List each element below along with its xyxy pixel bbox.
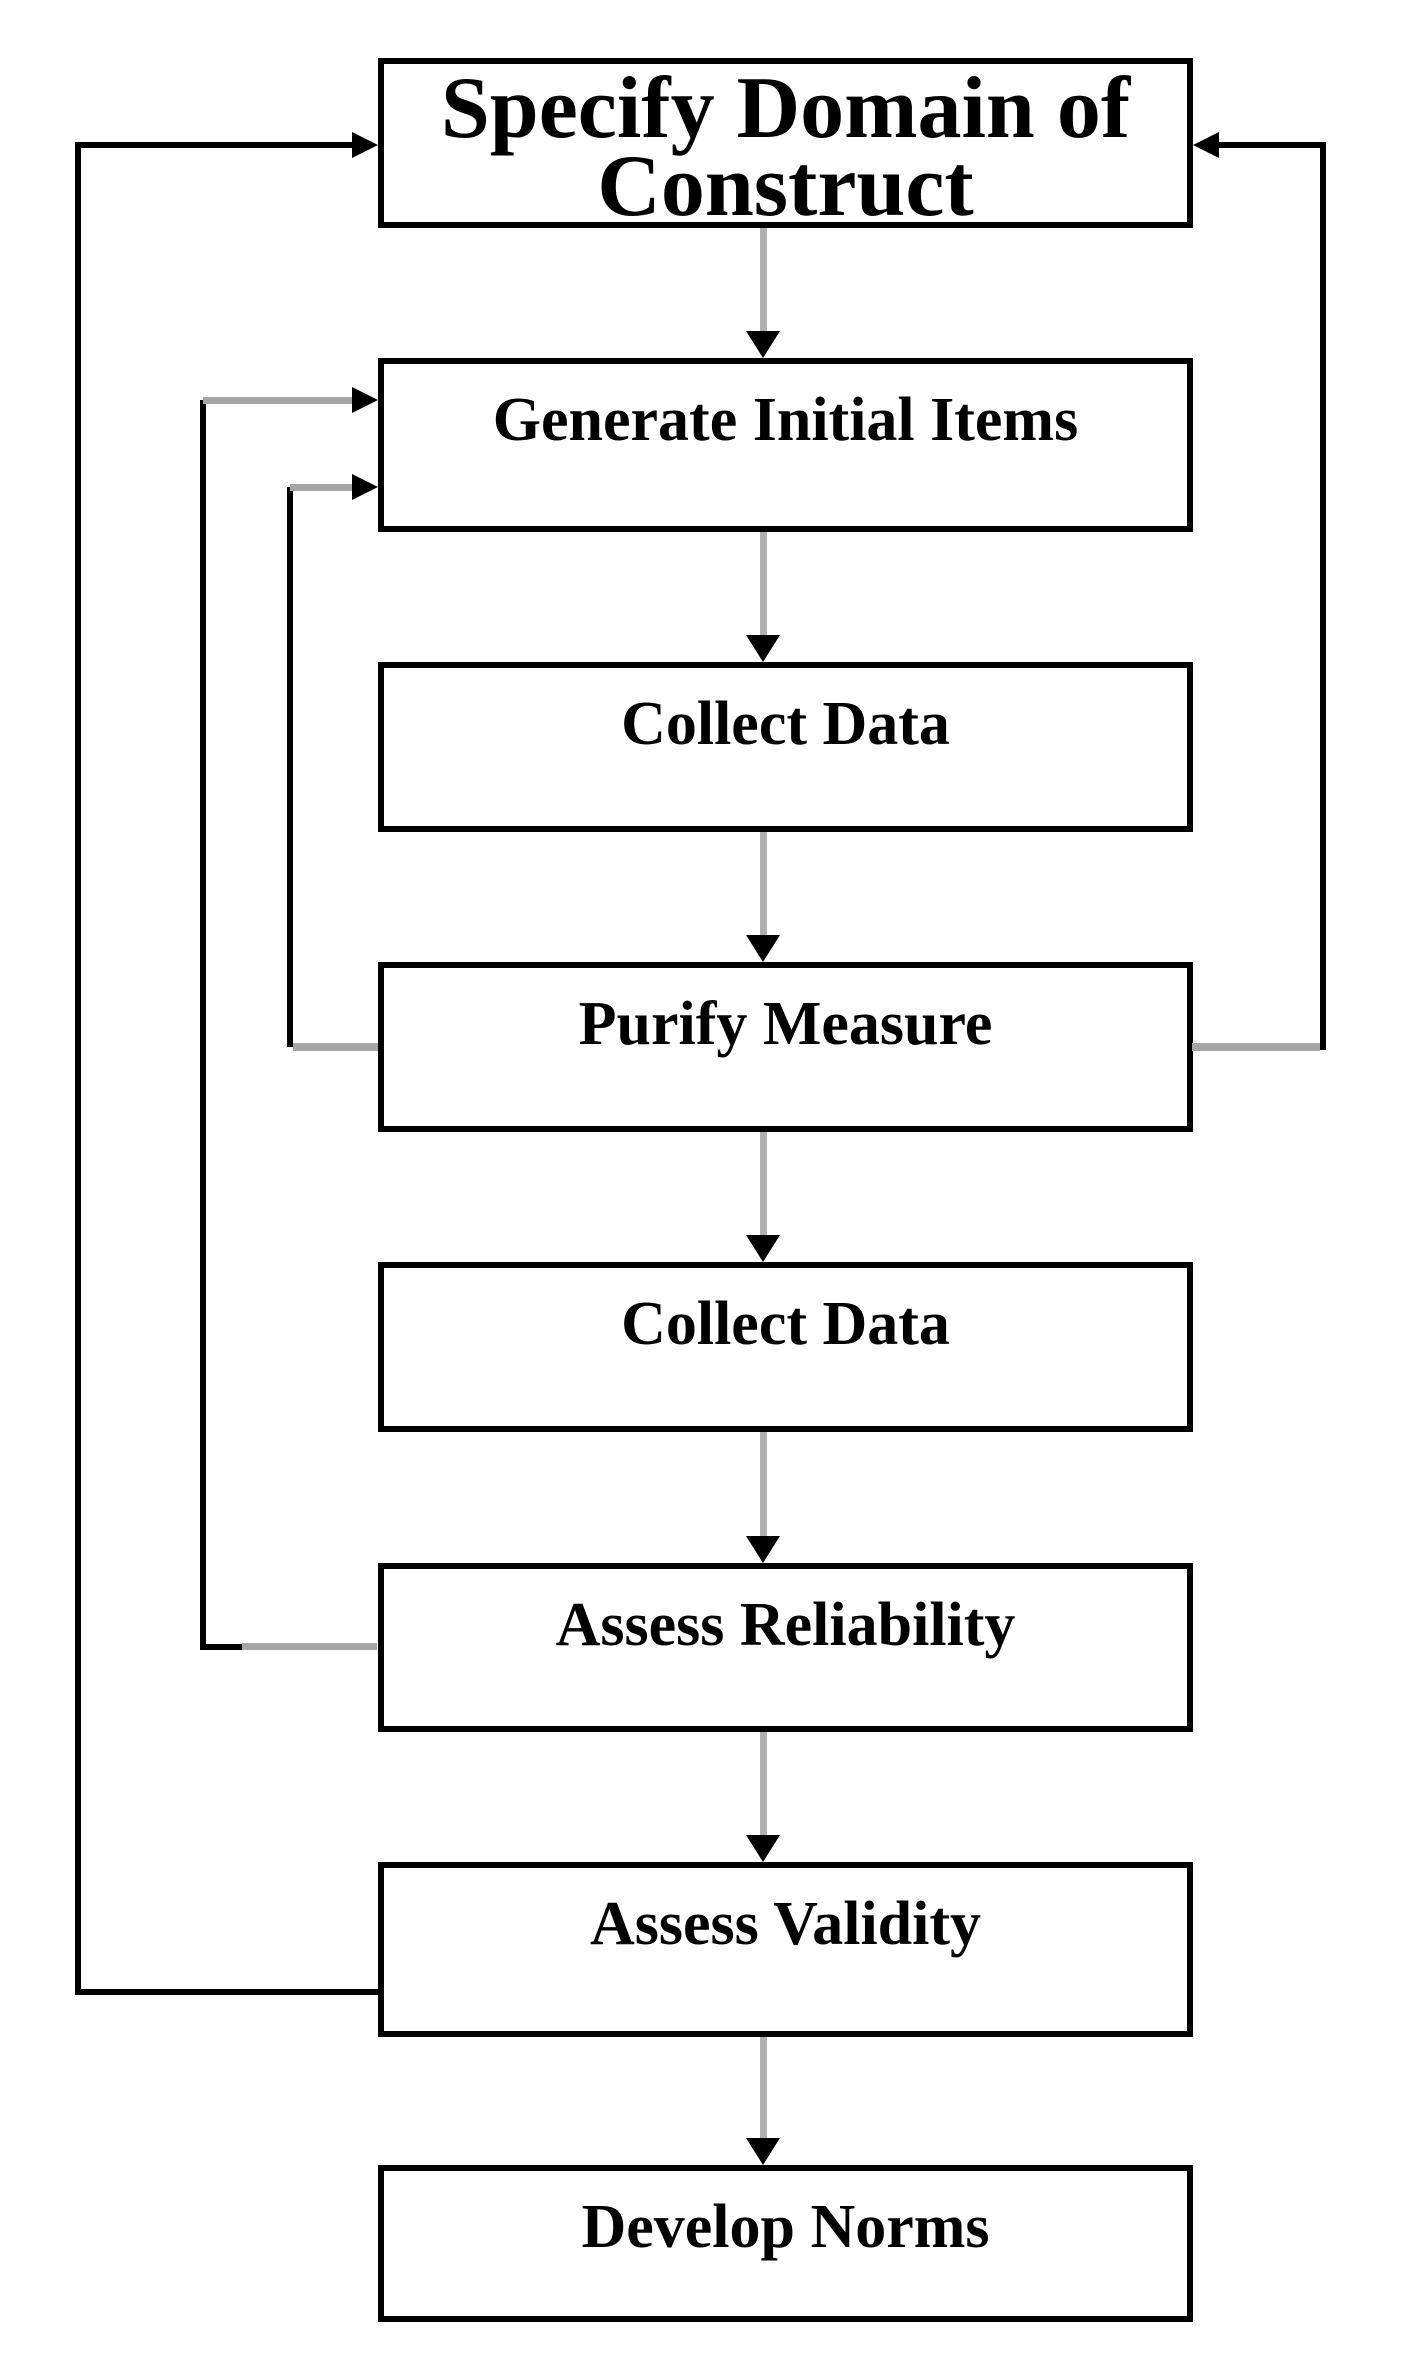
edge-collect1-to-purify-line [760,832,767,935]
loop-validity-to-specify-bottom [75,1989,378,1995]
arrowhead-right-icon [352,387,378,413]
node-collect-data-1: Collect Data [378,662,1193,832]
arrowhead-down-icon [746,331,780,358]
node-assess-validity: Assess Validity [378,1862,1193,2037]
edge-reliability-to-validity-line [760,1732,767,1835]
node-develop-norms: Develop Norms [378,2165,1193,2322]
arrowhead-down-icon [746,1235,780,1262]
arrowhead-down-icon [746,2138,780,2165]
node-label: Construct [597,138,974,228]
node-label: Assess Validity [589,1890,982,1958]
arrowhead-down-icon [746,1536,780,1563]
loop-reliability-to-generate-vertical [200,400,206,1650]
loop-reliability-entry-line [203,397,352,404]
arrowhead-down-icon [746,635,780,662]
node-label: Specify Domain of [440,60,1131,157]
edge-collect2-to-reliability-line [760,1432,767,1536]
arrowhead-down-icon [746,1835,780,1862]
arrowhead-down-icon [746,935,780,962]
node-label: Generate Initial Items [492,386,1079,454]
loop-validity-to-specify-top [75,142,352,148]
loop-purify-entry-line [290,484,352,491]
loop-purify-to-specify-top [1219,142,1326,148]
loop-validity-to-specify-vertical [75,142,81,1995]
loop-purify-exit-right-line [1192,1043,1320,1051]
node-label: Develop Norms [581,2193,990,2261]
edge-purify-to-collect2-line [760,1132,767,1235]
loop-purify-to-specify-vertical [1320,142,1326,1050]
node-assess-reliability: Assess Reliability [378,1563,1193,1732]
edge-specify-to-generate-line [760,228,767,331]
node-specify-domain-of-construct: Specify Domain of Construct [378,58,1193,228]
arrowhead-left-icon [1193,132,1219,158]
loop-purify-to-generate-vertical [287,487,293,1047]
edge-generate-to-collect1-line [760,532,767,635]
node-generate-initial-items: Generate Initial Items [378,358,1193,532]
loop-reliability-exit-line [242,1643,377,1650]
node-label: Collect Data [621,1290,950,1358]
node-label: Assess Reliability [555,1591,1016,1659]
arrowhead-right-icon [352,132,378,158]
arrowhead-right-icon [352,474,378,500]
node-purify-measure: Purify Measure [378,962,1193,1132]
loop-reliability-corner-stub [200,1644,242,1650]
node-label: Purify Measure [578,990,993,1058]
edge-validity-to-norms-line [760,2037,767,2138]
node-collect-data-2: Collect Data [378,1262,1193,1432]
node-label: Collect Data [621,690,950,758]
loop-purify-exit-left-line [293,1043,378,1051]
